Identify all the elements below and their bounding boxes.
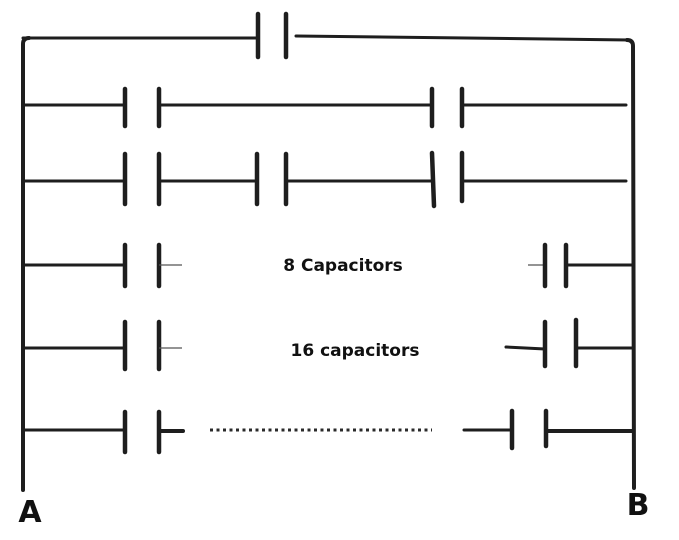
- branch-row-3: [21, 150, 628, 209]
- branch-row-4: [21, 242, 635, 289]
- branch-row-5: [21, 317, 635, 372]
- row-label-8-capacitors: 8 Capacitors: [283, 256, 403, 276]
- terminal-b-label: B: [627, 488, 650, 523]
- row-label-16-capacitors: 16 capacitors: [291, 341, 420, 361]
- branch-row-2: [21, 86, 628, 129]
- branch-row-6: [21, 408, 635, 455]
- branch-row-1: [21, 11, 632, 60]
- terminal-a-label: A: [18, 495, 42, 530]
